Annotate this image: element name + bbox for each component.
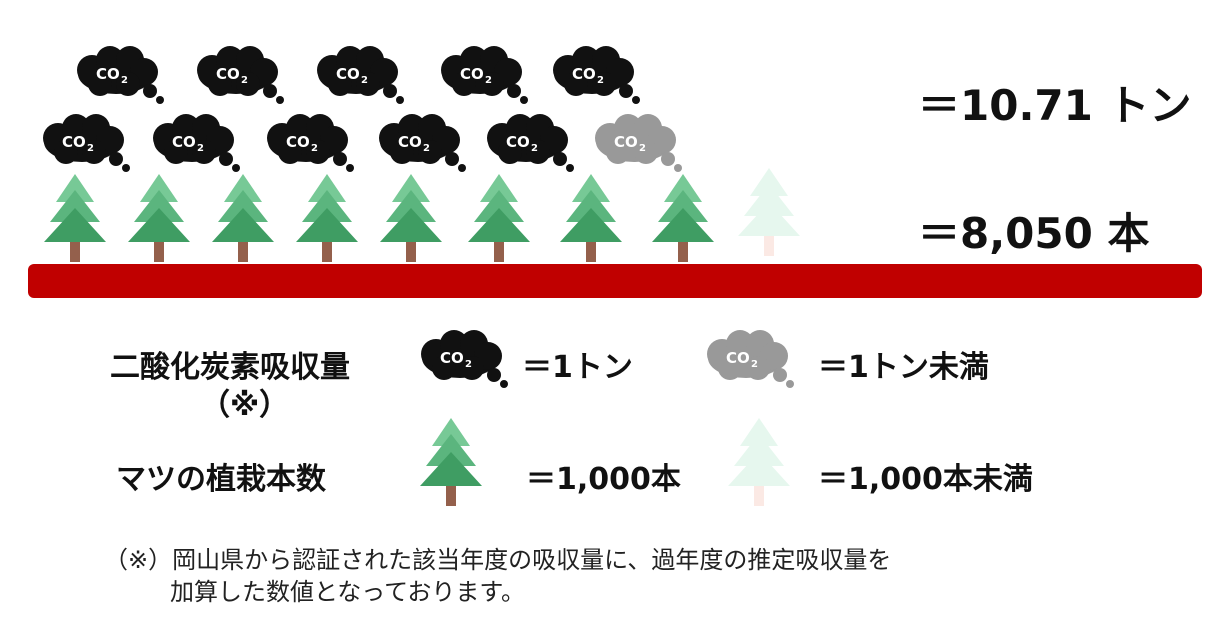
svg-text:CO: CO	[62, 133, 86, 151]
legend-co2-full-icon: CO 2	[414, 330, 510, 390]
legend-tree-partial-icon	[726, 416, 792, 508]
legend-tree-partial-label: ＝1,000本未満	[818, 462, 1033, 497]
co2-cloud-icon: CO 2	[480, 114, 576, 174]
svg-text:2: 2	[87, 143, 94, 154]
pine-tree-icon	[210, 172, 276, 264]
co2-cloud-icon: CO 2	[260, 114, 356, 174]
svg-text:CO: CO	[440, 349, 464, 367]
svg-text:2: 2	[361, 75, 368, 86]
svg-text:2: 2	[639, 143, 646, 154]
svg-text:2: 2	[423, 143, 430, 154]
svg-text:CO: CO	[216, 65, 240, 83]
co2-cloud-icon: CO 2	[310, 46, 406, 106]
svg-text:2: 2	[121, 75, 128, 86]
legend-tree-full-label: ＝1,000本	[526, 462, 681, 497]
legend-co2-partial-icon: CO 2	[700, 330, 796, 390]
svg-text:2: 2	[311, 143, 318, 154]
co2-cloud-icon: CO 2	[372, 114, 468, 174]
svg-text:CO: CO	[172, 133, 196, 151]
pine-tree-icon	[466, 172, 532, 264]
co2-cloud-icon: CO 2	[70, 46, 166, 106]
legend-co2-full-label: ＝1トン	[522, 350, 633, 385]
svg-text:CO: CO	[614, 133, 638, 151]
svg-text:2: 2	[465, 359, 472, 370]
pine-tree-icon	[126, 172, 192, 264]
legend-co2-title: 二酸化炭素吸収量	[110, 350, 350, 385]
legend-co2-note: （※）	[200, 388, 290, 423]
svg-text:CO: CO	[572, 65, 596, 83]
co2-cloud-partial-icon: CO 2	[588, 114, 684, 174]
pine-tree-icon	[378, 172, 444, 264]
co2-total-label: ＝10.71 トン	[918, 81, 1192, 130]
svg-text:CO: CO	[460, 65, 484, 83]
pine-tree-icon	[558, 172, 624, 264]
pine-tree-icon	[650, 172, 716, 264]
pine-tree-icon	[42, 172, 108, 264]
svg-text:CO: CO	[336, 65, 360, 83]
legend-tree-full-icon	[418, 416, 484, 508]
tree-total-label: ＝8,050 本	[918, 209, 1150, 258]
svg-text:2: 2	[197, 143, 204, 154]
svg-text:2: 2	[531, 143, 538, 154]
legend-co2-partial-label: ＝1トン未満	[818, 350, 989, 385]
co2-cloud-icon: CO 2	[146, 114, 242, 174]
svg-text:2: 2	[485, 75, 492, 86]
ground-bar	[28, 264, 1202, 298]
svg-text:CO: CO	[506, 133, 530, 151]
footnote-line-2: 加算した数値となっております。	[170, 578, 525, 606]
svg-text:CO: CO	[286, 133, 310, 151]
svg-text:2: 2	[751, 359, 758, 370]
pine-tree-partial-icon	[736, 166, 802, 258]
footnote-line-1: （※）岡山県から認証された該当年度の吸収量に、過年度の推定吸収量を	[104, 546, 892, 574]
co2-cloud-icon: CO 2	[190, 46, 286, 106]
svg-text:CO: CO	[726, 349, 750, 367]
co2-cloud-icon: CO 2	[546, 46, 642, 106]
svg-text:CO: CO	[398, 133, 422, 151]
svg-text:2: 2	[241, 75, 248, 86]
co2-cloud-icon: CO 2	[36, 114, 132, 174]
svg-text:2: 2	[597, 75, 604, 86]
pine-tree-icon	[294, 172, 360, 264]
co2-cloud-icon: CO 2	[434, 46, 530, 106]
legend-tree-title: マツの植栽本数	[116, 462, 326, 497]
svg-text:CO: CO	[96, 65, 120, 83]
